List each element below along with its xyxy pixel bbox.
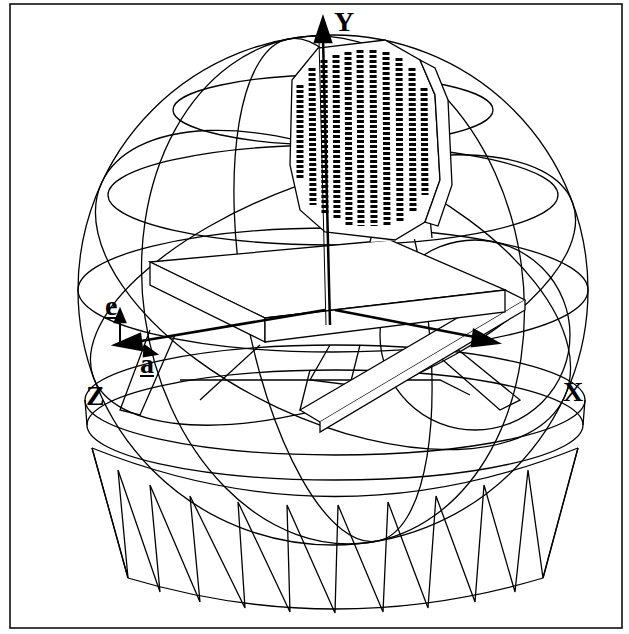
frame xyxy=(10,4,622,628)
pedestal-base xyxy=(92,448,578,613)
unit-vector-label: a xyxy=(140,350,154,378)
antenna-array xyxy=(290,40,452,242)
axis-label: X xyxy=(563,378,583,406)
axis-label: Y xyxy=(334,8,354,36)
unit-vector-label: e xyxy=(105,292,117,320)
axis-label: Z xyxy=(86,382,105,410)
coordinate-axes xyxy=(115,18,498,356)
radome-wireframe xyxy=(47,11,619,569)
